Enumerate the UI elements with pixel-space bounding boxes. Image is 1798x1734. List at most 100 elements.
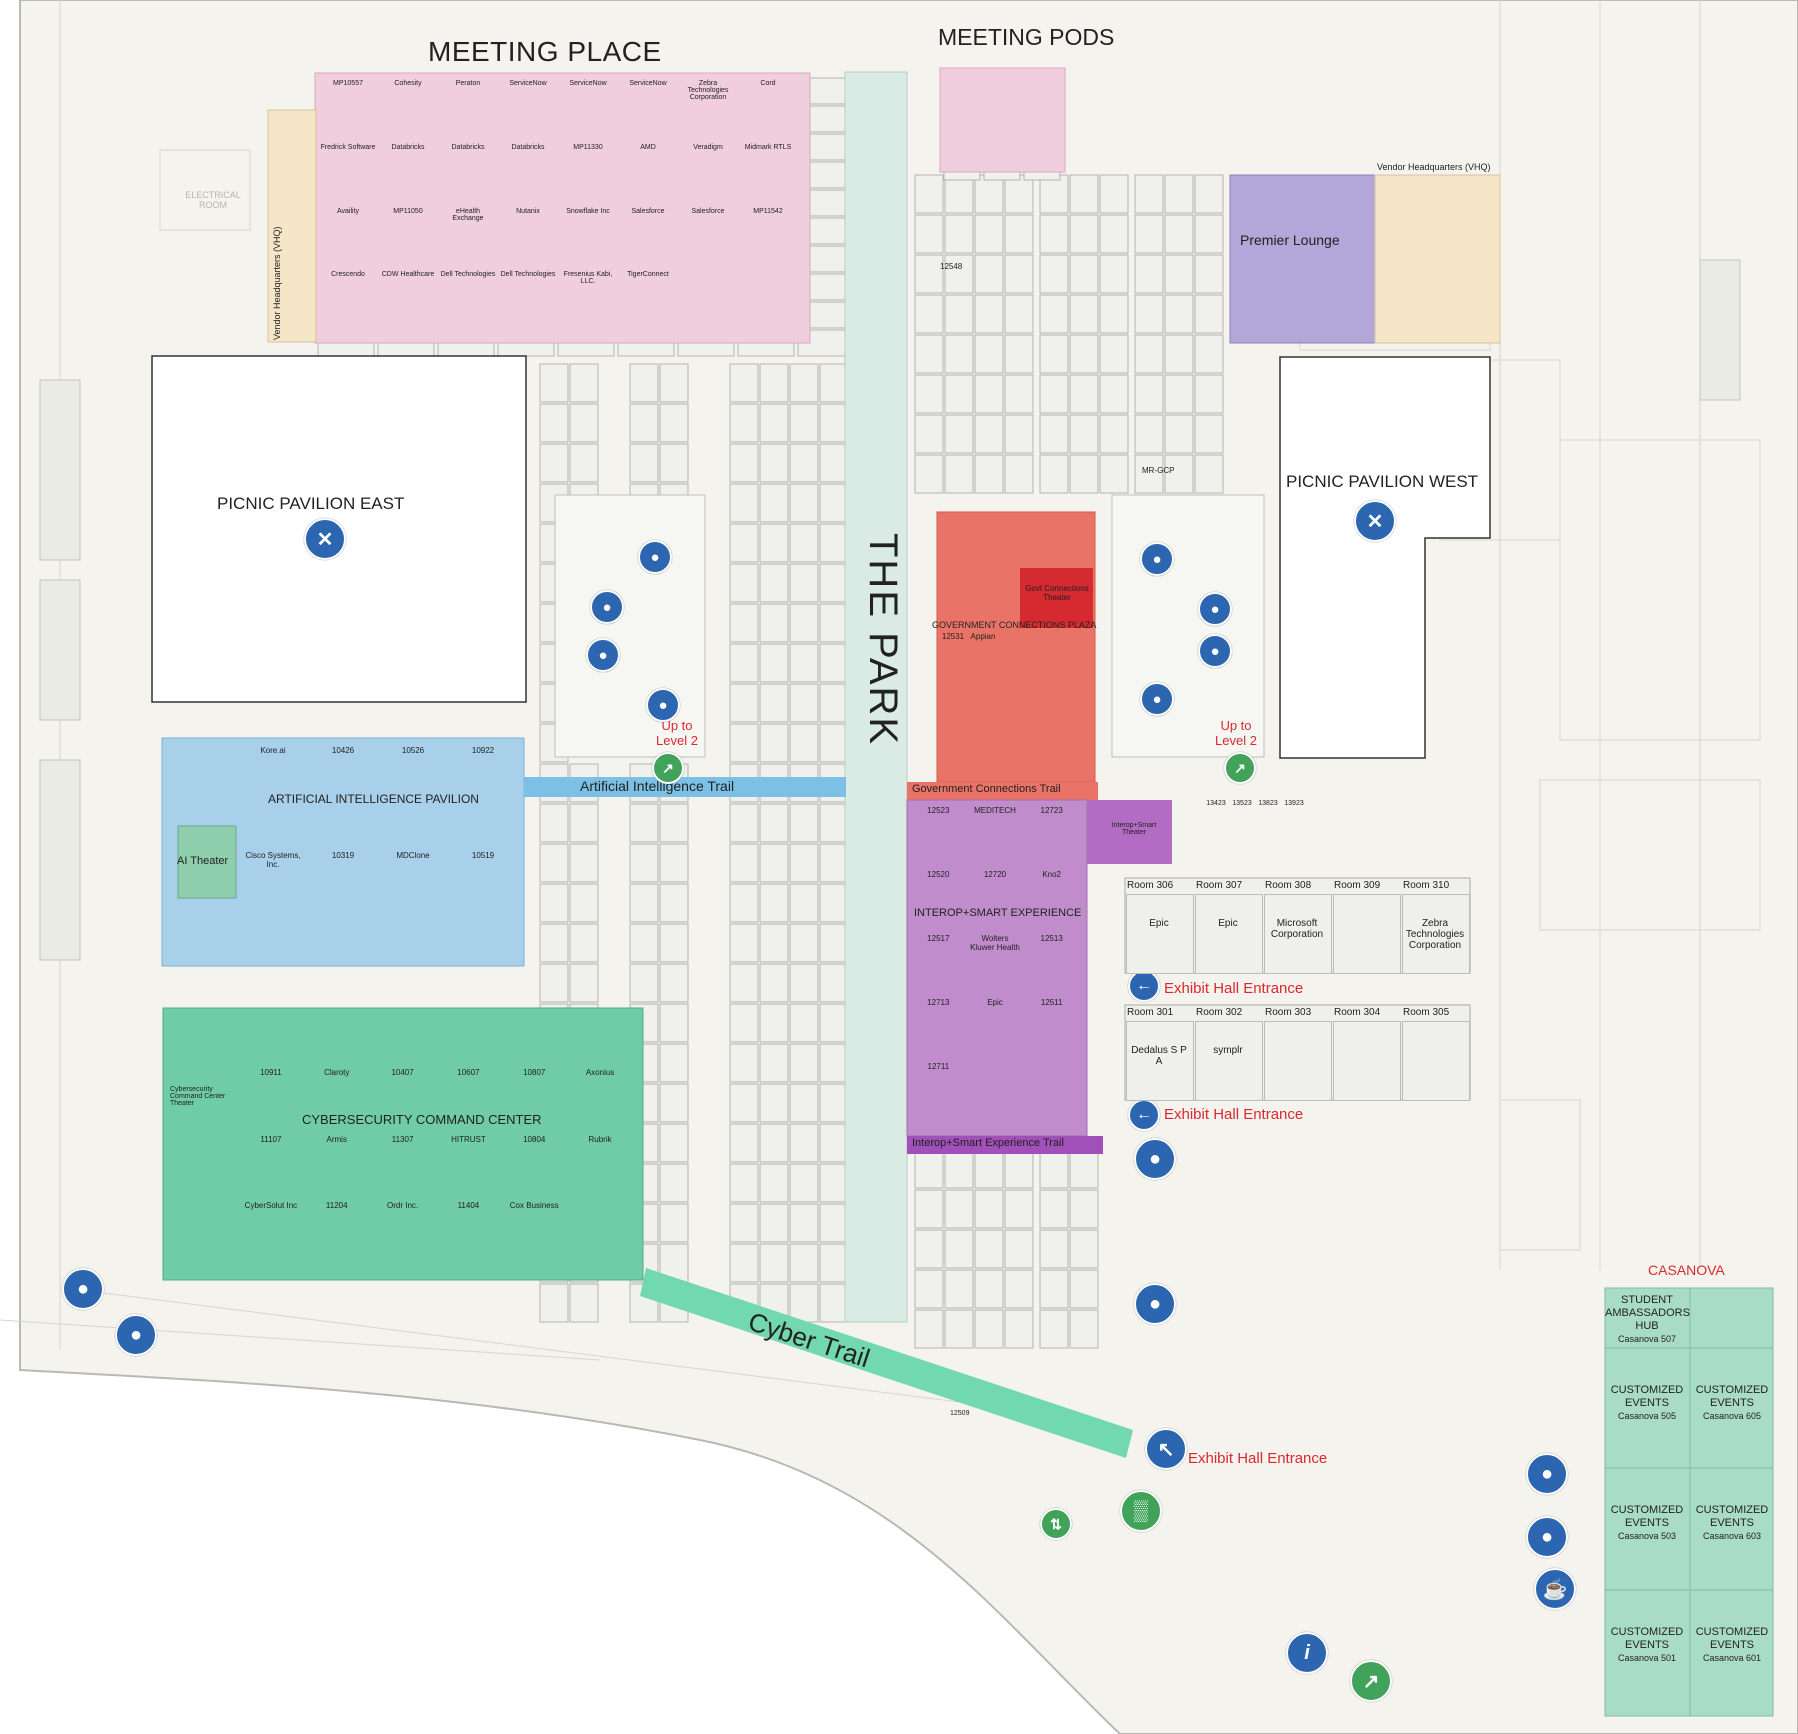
booth: [1194, 454, 1224, 494]
booth: [789, 1083, 819, 1123]
booth: [789, 563, 819, 603]
booth: [659, 963, 689, 1003]
booth: [569, 1283, 599, 1323]
booth: [1069, 1229, 1099, 1269]
exhibitor-label: Databricks: [451, 143, 485, 151]
fork-knife-icon: ✕: [304, 518, 346, 560]
picnic-west-title: PICNIC PAVILION WEST: [1286, 472, 1479, 491]
booth: [1039, 454, 1069, 494]
exhibitor-label: ServiceNow: [629, 80, 667, 87]
booth: [759, 1043, 789, 1083]
booth: [729, 843, 759, 883]
booth: [1004, 254, 1034, 294]
casanova-room-title: STUDENT AMBASSADORS HUB: [1605, 1294, 1690, 1332]
room-tenant: Epic: [1218, 918, 1238, 929]
booth: [659, 803, 689, 843]
exhibitor-label: Nutanix: [516, 207, 540, 215]
room-number: Room 308: [1265, 880, 1312, 891]
escalator-right-label: Up to Level 2: [1215, 718, 1257, 748]
booth: [789, 923, 819, 963]
picnic-west-zone: [1279, 356, 1491, 759]
booth: [729, 363, 759, 403]
exhibitor-label: 13823: [1258, 800, 1278, 807]
room-tenant: Zebra Technologies Corporation: [1405, 918, 1465, 951]
escalator-icon: ↗: [652, 752, 684, 784]
exhibitor-label: 13923: [1284, 800, 1304, 807]
ai-theater-title: AI Theater: [177, 855, 229, 867]
room-number: Room 310: [1403, 880, 1450, 891]
booth: [1039, 374, 1069, 414]
booth: [819, 523, 849, 563]
restroom-icon: ●: [1140, 542, 1174, 576]
exhibitor-label: MP10557: [333, 80, 363, 87]
conference-room: [1333, 1021, 1401, 1101]
booth: [539, 443, 569, 483]
booth: [819, 563, 849, 603]
exhibitor-label: Veradigm: [693, 143, 723, 151]
room-tenant: Epic: [1149, 918, 1169, 929]
booth: [729, 883, 759, 923]
exhibitor-label: MP11330: [573, 143, 603, 151]
booth: [1069, 1309, 1099, 1349]
booth: [1004, 174, 1034, 214]
casanova-room-title: CUSTOMIZED EVENTS: [1610, 1384, 1684, 1409]
exhibit-entrance-2: Exhibit Hall Entrance: [1164, 1106, 1304, 1123]
restroom-core-left: [554, 494, 706, 758]
booth: [759, 1163, 789, 1203]
booth: [659, 923, 689, 963]
exhibitor-label: MP11542: [753, 207, 783, 215]
exhibitor-label: Availity: [336, 207, 360, 215]
booth: [789, 1163, 819, 1203]
booth: [1164, 374, 1194, 414]
exhibitor-label: Claroty: [324, 1068, 350, 1077]
booth: [659, 1203, 689, 1243]
booth: [1134, 294, 1164, 334]
booth: [944, 1149, 974, 1189]
booth: [759, 803, 789, 843]
booth: [944, 294, 974, 334]
restroom-icon: ●: [1134, 1283, 1176, 1325]
booth: [1039, 334, 1069, 374]
ai-trail-band: [524, 777, 846, 797]
arrow-up-left-icon: ↖: [1145, 1428, 1187, 1470]
booth: [789, 643, 819, 683]
booth: [789, 723, 819, 763]
exhibitor-label: 10807: [523, 1068, 546, 1077]
booth: [1069, 254, 1099, 294]
booth: [819, 963, 849, 1003]
exhibitor-label: HITRUST: [451, 1134, 486, 1144]
exhibitor-label: Midmark RTLS: [744, 143, 792, 151]
exhibit-entrance-1: Exhibit Hall Entrance: [1164, 980, 1304, 997]
booth: [1134, 374, 1164, 414]
booth: [659, 363, 689, 403]
booth: [974, 254, 1004, 294]
casanova-room-title: CUSTOMIZED EVENTS: [1695, 1384, 1769, 1409]
booth: [759, 523, 789, 563]
booth: [729, 963, 759, 1003]
escalator-icon: ↗: [1224, 752, 1256, 784]
stairs-icon: ▒: [1120, 1490, 1162, 1532]
room-number: Room 302: [1196, 1007, 1243, 1018]
booth: [819, 1083, 849, 1123]
booth: [974, 334, 1004, 374]
exhibitor-label: 10804: [523, 1134, 546, 1144]
restroom-icon: ●: [638, 540, 672, 574]
booth: [1164, 174, 1194, 214]
booth: [819, 1243, 849, 1283]
exhibitor-label: Snowflake Inc: [566, 207, 610, 215]
conference-room: [1126, 894, 1194, 974]
booth: [569, 403, 599, 443]
booth: [1099, 214, 1129, 254]
booth: [629, 443, 659, 483]
booth: [914, 1309, 944, 1349]
booth: [819, 883, 849, 923]
booth: [1134, 174, 1164, 214]
booth: [914, 214, 944, 254]
restroom-icon: ●: [1526, 1453, 1568, 1495]
restroom-icon: ●: [1198, 634, 1232, 668]
